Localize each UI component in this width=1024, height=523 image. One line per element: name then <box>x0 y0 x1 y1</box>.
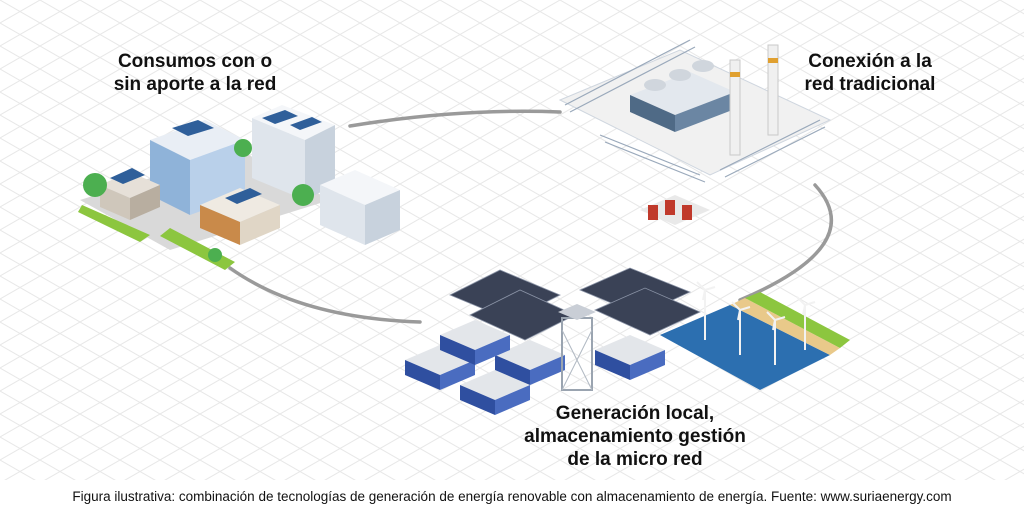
wind-turbine <box>766 311 786 365</box>
office-building-right <box>320 170 400 245</box>
consumers-cluster <box>78 105 400 270</box>
cooling-tower <box>644 79 666 91</box>
tree <box>234 139 252 157</box>
wind-turbines <box>696 281 816 365</box>
chimney <box>729 59 741 156</box>
tree <box>208 248 222 262</box>
battery-unit <box>440 320 510 365</box>
house-modern <box>200 188 280 245</box>
wind-turbine <box>731 301 751 355</box>
sand-strip <box>730 298 840 355</box>
grass-strip-left <box>78 205 150 242</box>
label-conexion-line-2: red tradicional <box>804 74 936 95</box>
transmission-lines <box>564 39 826 183</box>
trees-consumers <box>83 139 314 262</box>
label-consumos-line-1: Consumos con o <box>117 51 273 72</box>
wind-turbine <box>696 281 716 340</box>
control-tower <box>558 304 596 391</box>
connector-arcs <box>228 109 834 324</box>
label-generacion-line-2: almacenamiento gestión <box>524 426 746 447</box>
grass-strip <box>745 292 850 348</box>
solar-array-right <box>578 267 701 336</box>
label-consumos-line-2: sin aporte a la red <box>113 74 277 95</box>
label-conexion: Conexión a la red tradicional <box>790 50 950 96</box>
grid-cluster <box>558 39 832 225</box>
label-generacion-line-1: Generación local, <box>555 403 715 424</box>
battery-containers <box>405 320 665 415</box>
power-plant <box>630 60 735 132</box>
label-consumos: Consumos con o sin aporte a la red <box>95 50 295 96</box>
arc-generacion-to-consumos <box>228 266 422 324</box>
house-left <box>100 168 160 220</box>
chimneys <box>729 44 779 156</box>
cooling-tower <box>669 69 691 81</box>
generation-cluster <box>405 267 850 415</box>
substation <box>640 195 710 225</box>
battery-unit <box>595 335 665 380</box>
label-generacion: Generación local, almacenamiento gestión… <box>515 402 755 471</box>
cooling-tower <box>692 60 714 72</box>
tree <box>83 173 107 197</box>
battery-unit <box>495 340 565 385</box>
solar-array-left <box>449 269 576 341</box>
wind-turbine <box>796 296 816 350</box>
figure-caption: Figura ilustrativa: combinación de tecno… <box>72 489 952 504</box>
arc-consumos-to-conexion <box>348 109 562 128</box>
label-generacion-line-3: de la micro red <box>567 449 703 470</box>
wind-farm <box>660 281 850 390</box>
label-conexion-line-1: Conexión a la <box>808 51 932 72</box>
water-area <box>660 305 830 390</box>
chimney <box>767 44 779 136</box>
tree <box>292 184 314 206</box>
white-tower-building <box>252 105 335 200</box>
arc-conexion-to-generacion <box>738 183 834 302</box>
